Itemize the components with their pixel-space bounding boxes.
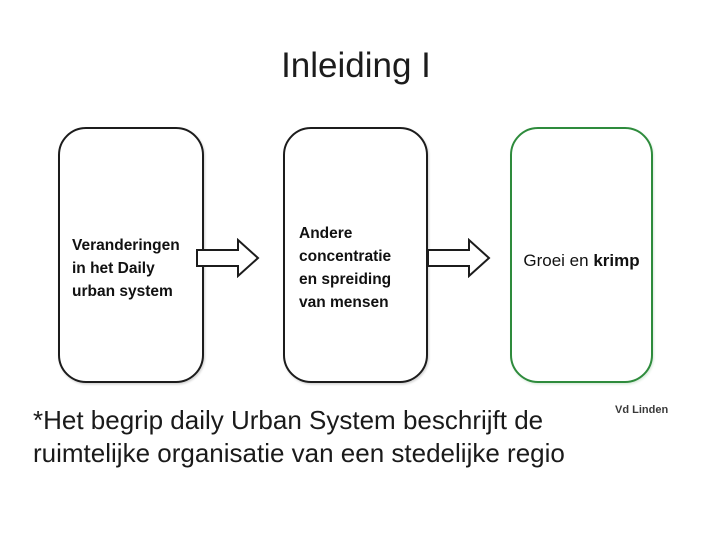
- flow-arrow-icon: [196, 238, 260, 278]
- footnote: *Het begrip daily Urban System beschrijf…: [33, 404, 565, 470]
- box-text-bold: krimp: [593, 250, 640, 270]
- box-text-line: urban system: [72, 282, 173, 300]
- box-text-line: concentratie: [299, 248, 392, 265]
- box-text-line: en spreiding: [299, 271, 392, 288]
- box-text-line: Andere: [299, 225, 353, 242]
- flow-box-daily-urban-system: Veranderingen in het Daily urban system: [58, 127, 204, 383]
- footnote-line: ruimtelijke organisatie van een stedelij…: [33, 438, 565, 468]
- slide-title: Inleiding I: [281, 46, 431, 85]
- box-text-line: van mensen: [299, 294, 389, 311]
- author-credit: Vd Linden: [615, 404, 669, 416]
- flow-box-groei-en-krimp: Groei en krimp: [510, 127, 653, 383]
- flow-box-concentratie-spreiding: Andere concentratie en spreiding van men…: [283, 127, 428, 383]
- box-text-line: Groei en krimp: [516, 249, 647, 272]
- flow-arrow-icon: [427, 238, 491, 278]
- box-text-line: Veranderingen: [72, 236, 180, 254]
- box-text-line: in het Daily: [72, 259, 155, 277]
- box-text-regular: Groei en: [523, 250, 594, 270]
- footnote-line: *Het begrip daily Urban System beschrijf…: [33, 405, 544, 435]
